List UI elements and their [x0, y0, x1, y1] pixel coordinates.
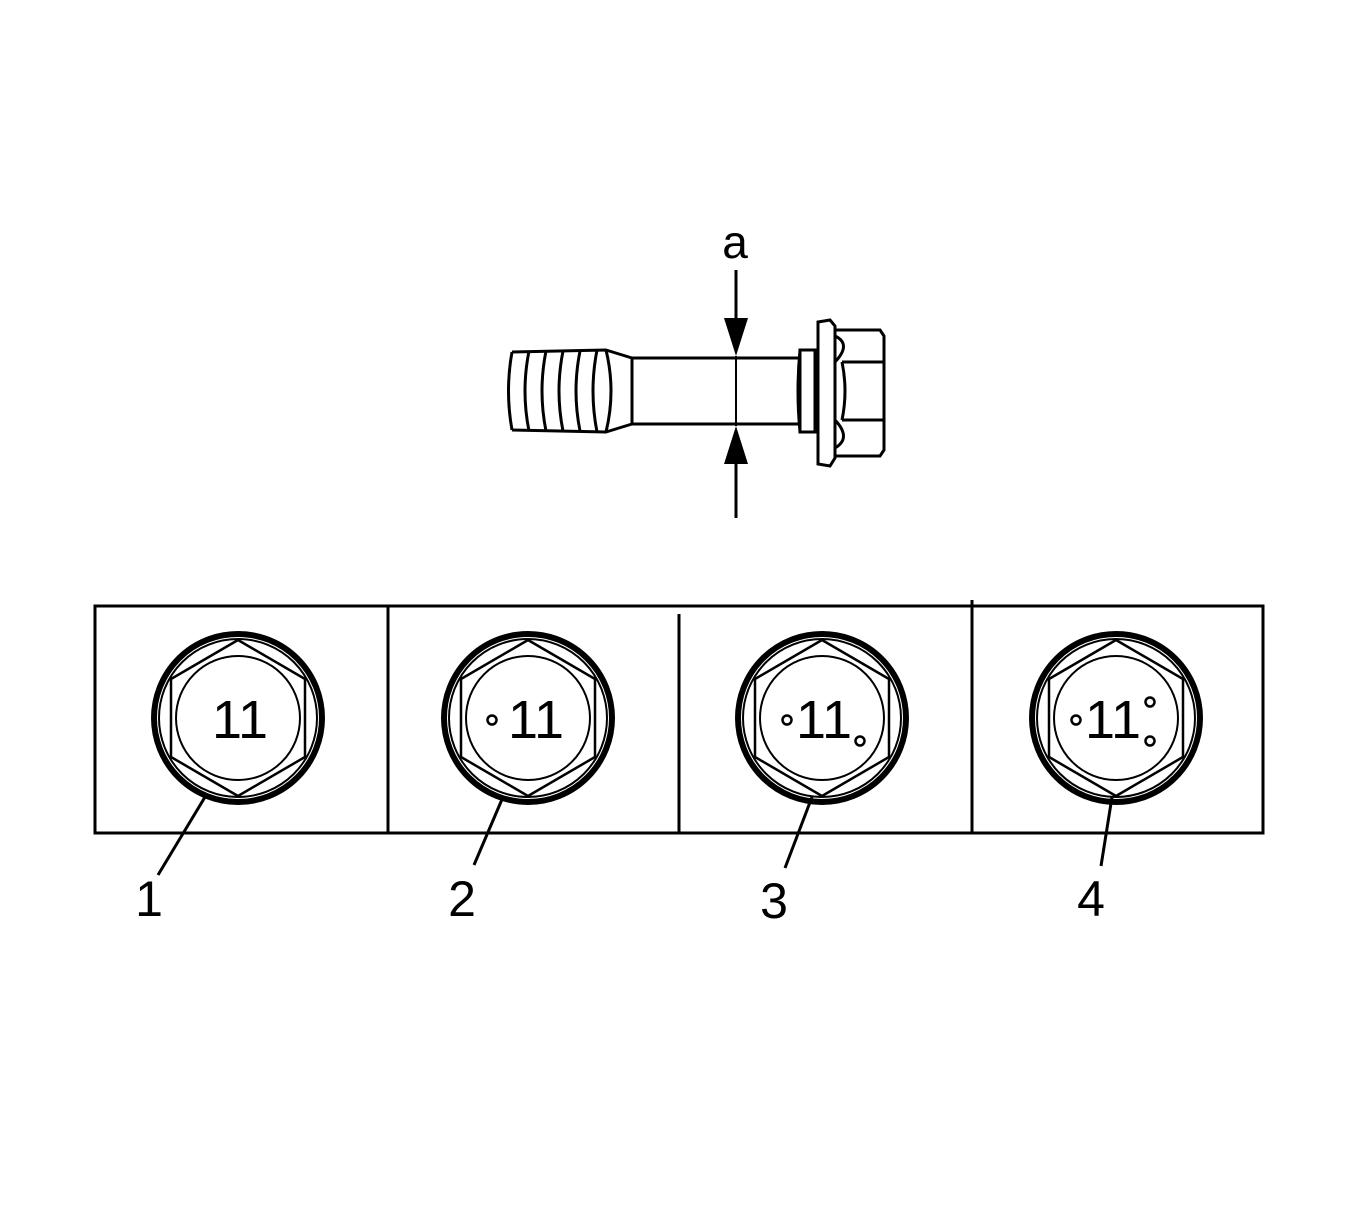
hex-head-icon [753, 638, 891, 798]
arrow-up-icon [724, 426, 748, 464]
bolt-side-view: a [507, 216, 886, 518]
bolt-hex-head [833, 328, 886, 458]
callout-3: 3 [760, 873, 788, 929]
marking-dot [1144, 696, 1156, 708]
arrow-down-icon [724, 318, 748, 356]
callout-1: 1 [135, 871, 163, 927]
dimension-marker: a [722, 216, 748, 518]
hex-head-icon [1047, 638, 1185, 798]
hex-head-icon [459, 638, 597, 798]
bolt-shank [632, 356, 800, 426]
bolt-neck [796, 348, 817, 434]
bolt-head-outer-circle [151, 631, 325, 805]
leader-line [472, 796, 505, 866]
callout-4: 4 [1077, 871, 1105, 927]
marking-dot [854, 735, 866, 747]
leader-line [156, 796, 207, 876]
bolt-thread [507, 348, 634, 434]
marking-dot [781, 714, 793, 726]
bolt-head-cell-1: 11 1 [135, 631, 325, 927]
bolt-marking-table [93, 600, 1265, 835]
hex-head-icon [169, 638, 307, 798]
bolt-head-outer-circle [1029, 631, 1203, 805]
bolt-head-outer-circle [441, 631, 615, 805]
marking-dot [1144, 735, 1156, 747]
bolt-head-outer-circle [735, 631, 909, 805]
hex-face-circle [465, 655, 591, 781]
dimension-label: a [722, 216, 748, 268]
bolt-stamp-text: 11 [796, 690, 852, 750]
bolt-head-cell-3: 11 3 [735, 631, 909, 929]
bolt-head-cell-2: 11 2 [441, 631, 615, 927]
bolt-head-cell-4: 11 4 [1029, 631, 1203, 927]
marking-dot [486, 714, 498, 726]
leader-line [1099, 796, 1114, 867]
leader-line [783, 796, 814, 869]
hex-face-circle [759, 655, 885, 781]
callout-2: 2 [448, 871, 476, 927]
marking-dot [1070, 714, 1082, 726]
hex-face-circle [1053, 655, 1179, 781]
bolt-stamp-text: 11 [508, 690, 564, 750]
hex-face-circle [175, 655, 301, 781]
bolt-stamp-text: 11 [1085, 690, 1141, 750]
bolt-stamp-text: 11 [212, 690, 268, 750]
bolt-flange [816, 318, 837, 468]
